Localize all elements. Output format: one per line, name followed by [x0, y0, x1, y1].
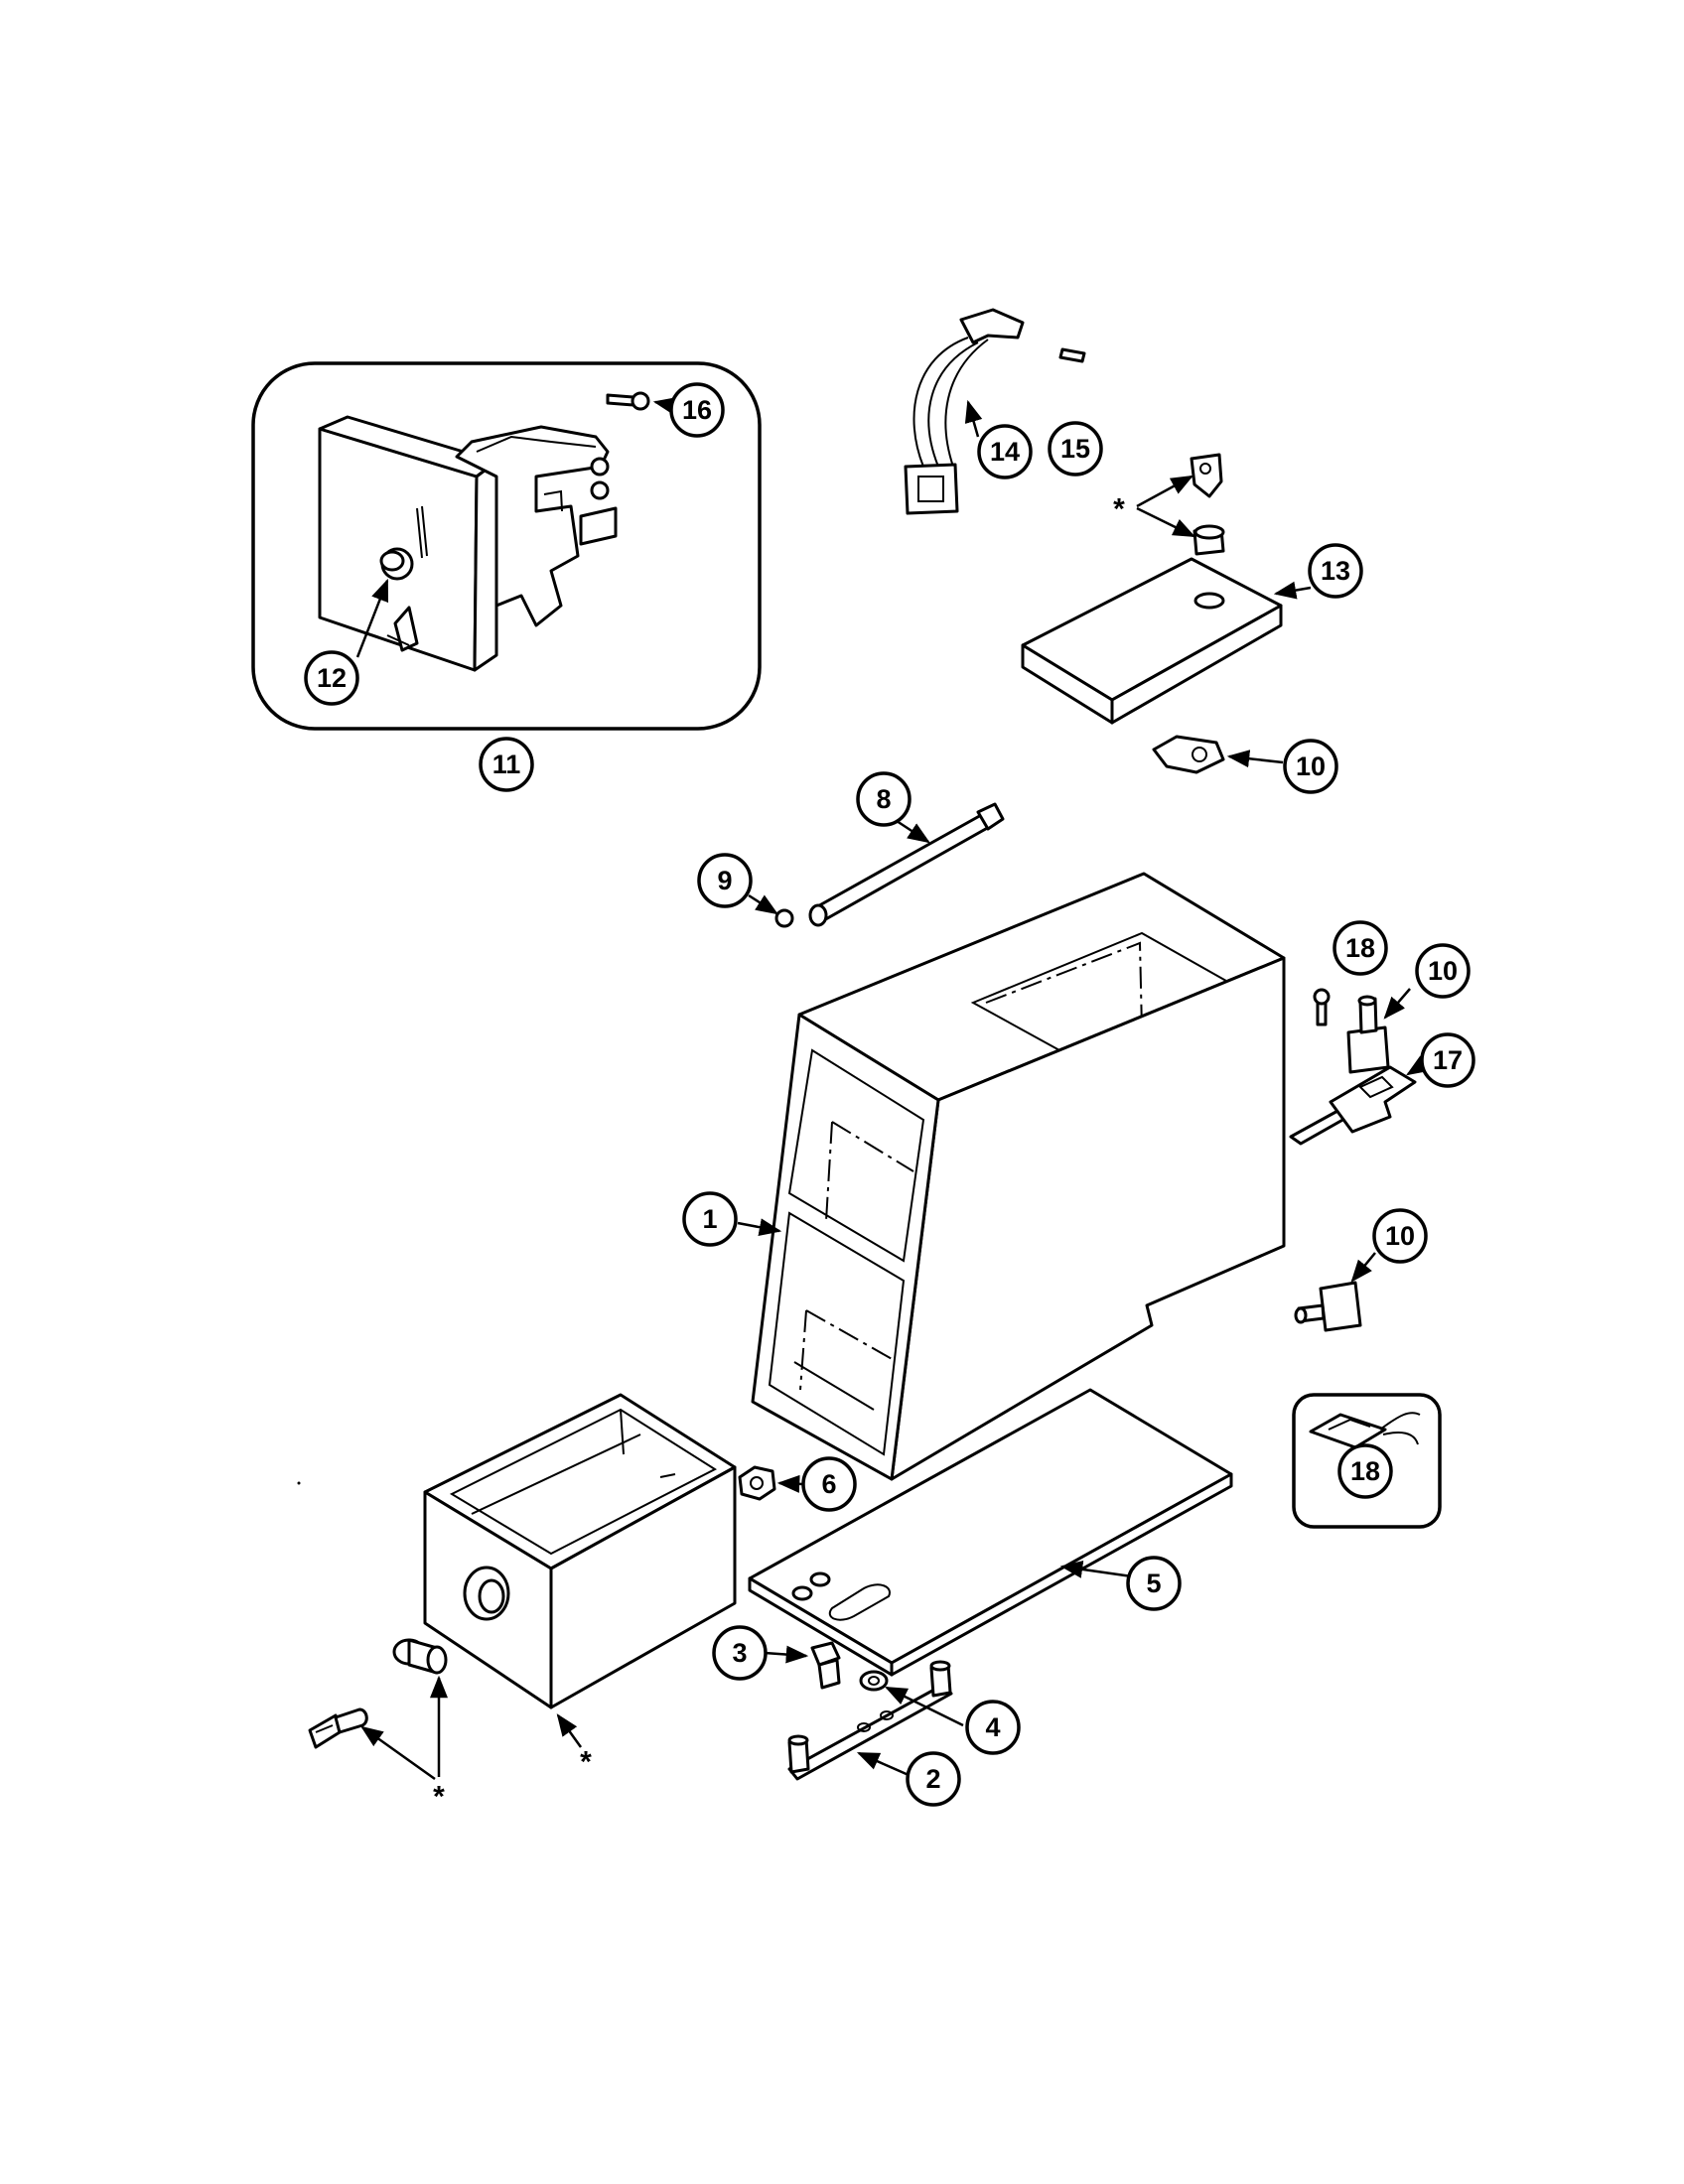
- screw-16: [606, 391, 650, 411]
- asterisk-top: *: [1113, 493, 1125, 526]
- callout-2: 2: [906, 1751, 961, 1807]
- callout-17: 17: [1420, 1032, 1475, 1088]
- callout-5: 5: [1126, 1556, 1182, 1611]
- callout-label: 3: [732, 1638, 747, 1668]
- callout-14: 14: [977, 424, 1033, 479]
- callout-10-lower: 10: [1372, 1208, 1428, 1264]
- bolt-3: [810, 1641, 841, 1690]
- callout-6: 6: [801, 1456, 857, 1512]
- inset-panel-11: [251, 361, 762, 731]
- callout-label: 17: [1433, 1045, 1463, 1075]
- callout-label: 15: [1060, 434, 1090, 464]
- lock-key: [308, 1707, 368, 1749]
- callout-label: 13: [1321, 556, 1350, 586]
- stray-mark: [297, 1481, 301, 1485]
- callout-label: 18: [1350, 1456, 1380, 1486]
- callout-12: 12: [304, 650, 359, 706]
- callout-15: 15: [1048, 421, 1103, 477]
- callout-11: 11: [479, 737, 534, 792]
- callout-1: 1: [682, 1191, 738, 1247]
- washer-4: [859, 1670, 889, 1692]
- callout-13: 13: [1308, 543, 1363, 599]
- screw-15: [1058, 347, 1086, 363]
- callout-label: 10: [1385, 1221, 1415, 1251]
- cabinet-housing-1: [751, 872, 1286, 1481]
- callout-8: 9: [697, 853, 753, 908]
- washer-9: [1152, 735, 1225, 774]
- callout-label: 1: [702, 1204, 717, 1234]
- terminal-set-top: [1190, 453, 1225, 556]
- nut-8: [774, 908, 794, 928]
- switch-10-upper: [1346, 995, 1390, 1074]
- callout-label: 10: [1428, 956, 1458, 986]
- callout-label: 11: [492, 750, 521, 779]
- callout-9: 10: [1283, 739, 1338, 794]
- callout-19: 18: [1337, 1443, 1393, 1499]
- callout-label: 18: [1345, 933, 1375, 963]
- wire-harness-14: [904, 308, 1025, 515]
- callout-label: 4: [985, 1712, 1000, 1742]
- callout-label: 6: [821, 1469, 836, 1499]
- rod-7: [808, 802, 1005, 927]
- asterisk-lock: *: [433, 1781, 445, 1814]
- callout-label: 8: [876, 784, 891, 814]
- callout-16: 16: [669, 382, 725, 438]
- lock-cylinder: [392, 1638, 448, 1675]
- callout-label: 10: [1296, 751, 1326, 781]
- callout-10-upper: 10: [1415, 943, 1471, 999]
- callout-label: 16: [682, 395, 712, 425]
- asterisk-drawer: *: [580, 1746, 592, 1779]
- switch-10-lower: [1294, 1281, 1362, 1332]
- callout-label: 9: [717, 866, 732, 895]
- mounting-bracket-2: [787, 1660, 953, 1781]
- callout-label: 12: [317, 663, 347, 693]
- nut-6: [738, 1465, 776, 1501]
- callout-18: 18: [1333, 920, 1388, 976]
- callout-7: 8: [856, 771, 912, 827]
- inset-panel-19: [1292, 1393, 1442, 1529]
- screw-18: [1313, 988, 1331, 1026]
- callout-label: 5: [1146, 1569, 1161, 1598]
- bracket-17: [1289, 1065, 1417, 1146]
- callout-4: 4: [965, 1700, 1021, 1755]
- callout-label: 2: [925, 1764, 940, 1794]
- callout-3: 3: [712, 1625, 768, 1681]
- cover-plate-13: [1021, 557, 1283, 725]
- callout-label: 14: [990, 437, 1020, 467]
- drawer-box: [423, 1393, 737, 1709]
- control-assembly: [318, 415, 618, 672]
